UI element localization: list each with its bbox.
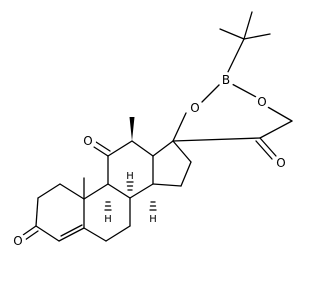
svg-text:O: O bbox=[257, 95, 266, 109]
hash-h-c14 bbox=[149, 201, 157, 211]
stereo-h-c14: H bbox=[149, 214, 157, 225]
ketone-oxygen-c11: O bbox=[80, 133, 96, 149]
methyl-c13 bbox=[129, 117, 135, 141]
ring-c bbox=[107, 140, 154, 199]
ring-b bbox=[83, 183, 131, 242]
svg-text:O: O bbox=[276, 156, 285, 170]
ketone-oxygen-c3: O bbox=[10, 233, 26, 249]
stereo-h-c8: H bbox=[126, 171, 134, 182]
ring-d bbox=[152, 140, 192, 187]
hash-h-c9 bbox=[104, 201, 112, 211]
ring-oxygen-left: O bbox=[187, 100, 203, 116]
ketone-c20 bbox=[255, 137, 277, 160]
svg-text:B: B bbox=[222, 73, 230, 87]
stereo-h-c9: H bbox=[104, 214, 112, 225]
hash-h-c8 bbox=[126, 181, 134, 191]
tert-butyl-group bbox=[219, 11, 271, 77]
svg-text:O: O bbox=[190, 101, 199, 115]
ring-oxygen-right: O bbox=[254, 94, 270, 110]
ring-a bbox=[35, 183, 85, 242]
svg-text:O: O bbox=[13, 234, 22, 248]
dioxaborinane-ring bbox=[172, 83, 293, 142]
svg-text:O: O bbox=[83, 134, 92, 148]
ketone-oxygen-c20: O bbox=[273, 155, 289, 171]
ketone-c3 bbox=[22, 225, 39, 241]
boron-atom: B bbox=[218, 72, 234, 88]
ketone-c11 bbox=[93, 141, 111, 157]
double-bond-c4-c5 bbox=[60, 224, 83, 237]
